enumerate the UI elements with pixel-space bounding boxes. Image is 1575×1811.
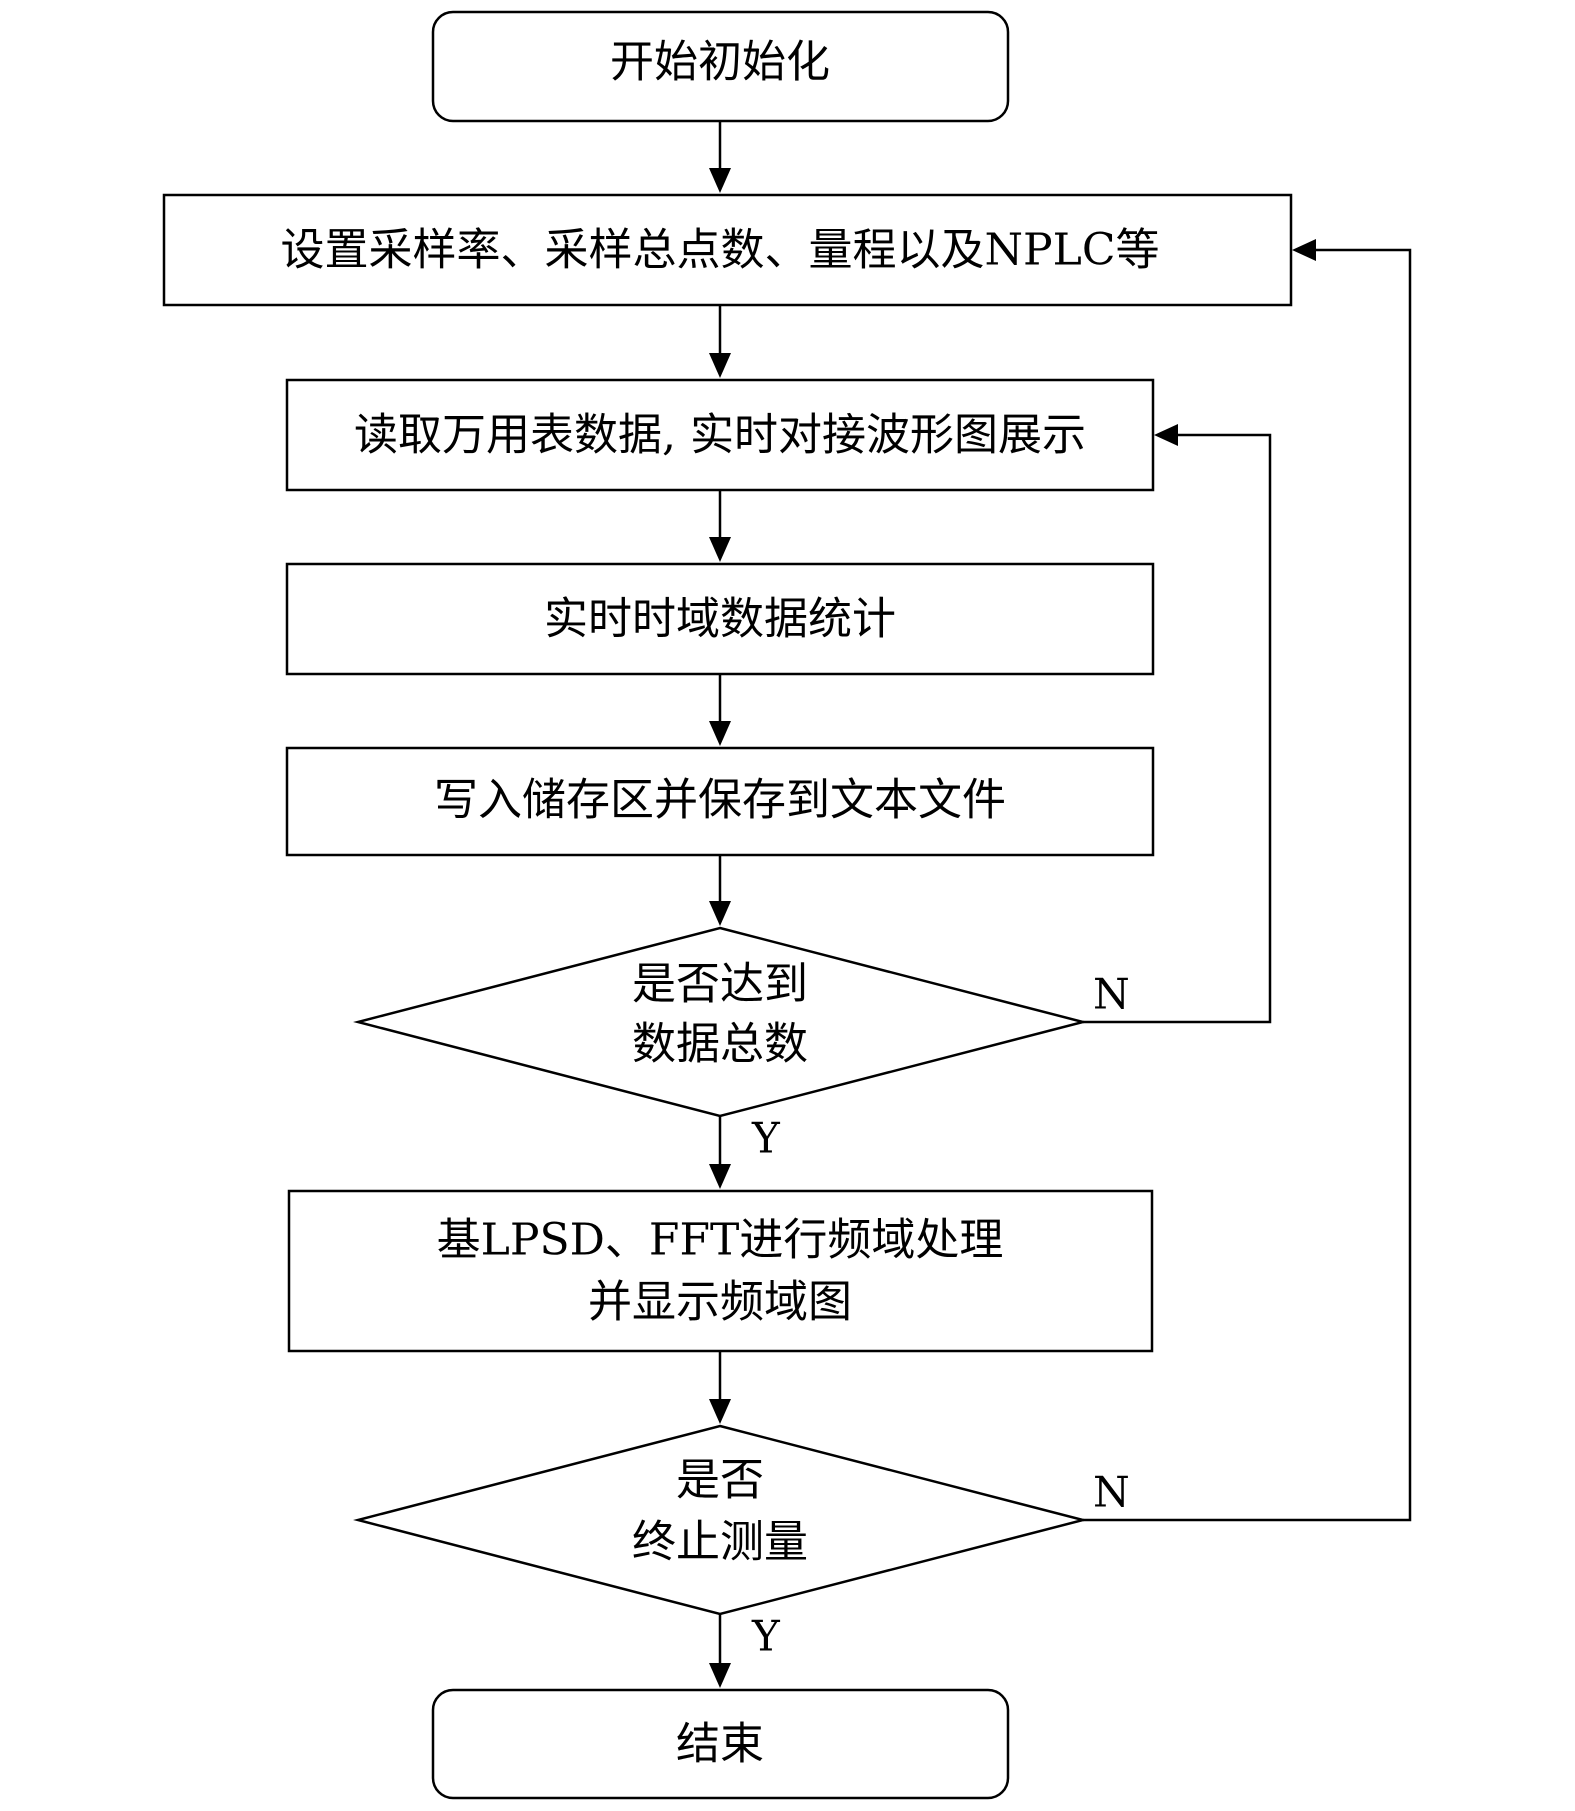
end-node-label: 结束 <box>676 1719 764 1770</box>
arrow-write-to-decision-total <box>709 855 731 926</box>
arrow-start-to-settings <box>709 121 731 193</box>
arrow-head-icon <box>709 537 731 562</box>
start-node-label: 开始初始化 <box>610 37 830 88</box>
arrow-head-icon <box>1154 424 1178 446</box>
arrow-head-icon <box>709 721 731 746</box>
arrow-decision-total-yes: Y <box>709 1114 781 1189</box>
settings-process: 设置采样率、采样总点数、量程以及NPLC等 <box>162 193 1293 307</box>
loop-decision-stop-no: N <box>1083 239 1412 1522</box>
decision-stop-yes-label: Y <box>751 1612 781 1661</box>
arrow-stats-to-write <box>709 674 731 746</box>
arrow-head-icon <box>709 1663 731 1688</box>
freq-process: 基LPSD、FFT进行频域处理 并显示频域图 <box>287 1189 1154 1353</box>
start-node: 开始初始化 <box>431 10 1010 123</box>
decision-stop-line1: 是否 <box>676 1455 764 1506</box>
arrow-head-icon <box>709 901 731 926</box>
arrow-head-icon <box>709 353 731 378</box>
decision-total-yes-label: Y <box>751 1114 781 1163</box>
stats-process-label: 实时时域数据统计 <box>544 594 896 645</box>
decision-stop-line2: 终止测量 <box>632 1517 808 1568</box>
arrow-decision-stop-yes: Y <box>709 1612 781 1688</box>
settings-process-label: 设置采样率、采样总点数、量程以及NPLC等 <box>281 225 1160 276</box>
end-node: 结束 <box>431 1688 1010 1800</box>
read-data-process-label: 读取万用表数据, 实时对接波形图展示 <box>354 410 1086 461</box>
arrow-settings-to-read <box>709 305 731 378</box>
decision-stop: 是否 终止测量 <box>353 1424 1088 1616</box>
write-process-label: 写入储存区并保存到文本文件 <box>434 775 1006 826</box>
stats-process: 实时时域数据统计 <box>285 562 1155 676</box>
decision-total-no-label: N <box>1093 970 1130 1019</box>
write-process: 写入储存区并保存到文本文件 <box>285 746 1155 857</box>
freq-process-line1: 基LPSD、FFT进行频域处理 <box>437 1215 1004 1266</box>
arrow-head-icon <box>709 1164 731 1189</box>
loop-decision-total-no: N <box>1083 424 1272 1024</box>
arrow-freq-to-decision-stop <box>709 1351 731 1424</box>
arrow-head-icon <box>709 1399 731 1424</box>
arrow-read-to-stats <box>709 490 731 562</box>
decision-total: 是否达到 数据总数 <box>353 926 1088 1118</box>
read-data-process: 读取万用表数据, 实时对接波形图展示 <box>285 378 1155 492</box>
freq-process-line2: 并显示频域图 <box>588 1277 852 1328</box>
decision-total-line1: 是否达到 <box>632 959 808 1010</box>
arrow-head-icon <box>1292 239 1316 261</box>
decision-stop-no-label: N <box>1093 1468 1130 1517</box>
arrow-head-icon <box>709 168 731 193</box>
decision-total-line2: 数据总数 <box>632 1019 808 1070</box>
